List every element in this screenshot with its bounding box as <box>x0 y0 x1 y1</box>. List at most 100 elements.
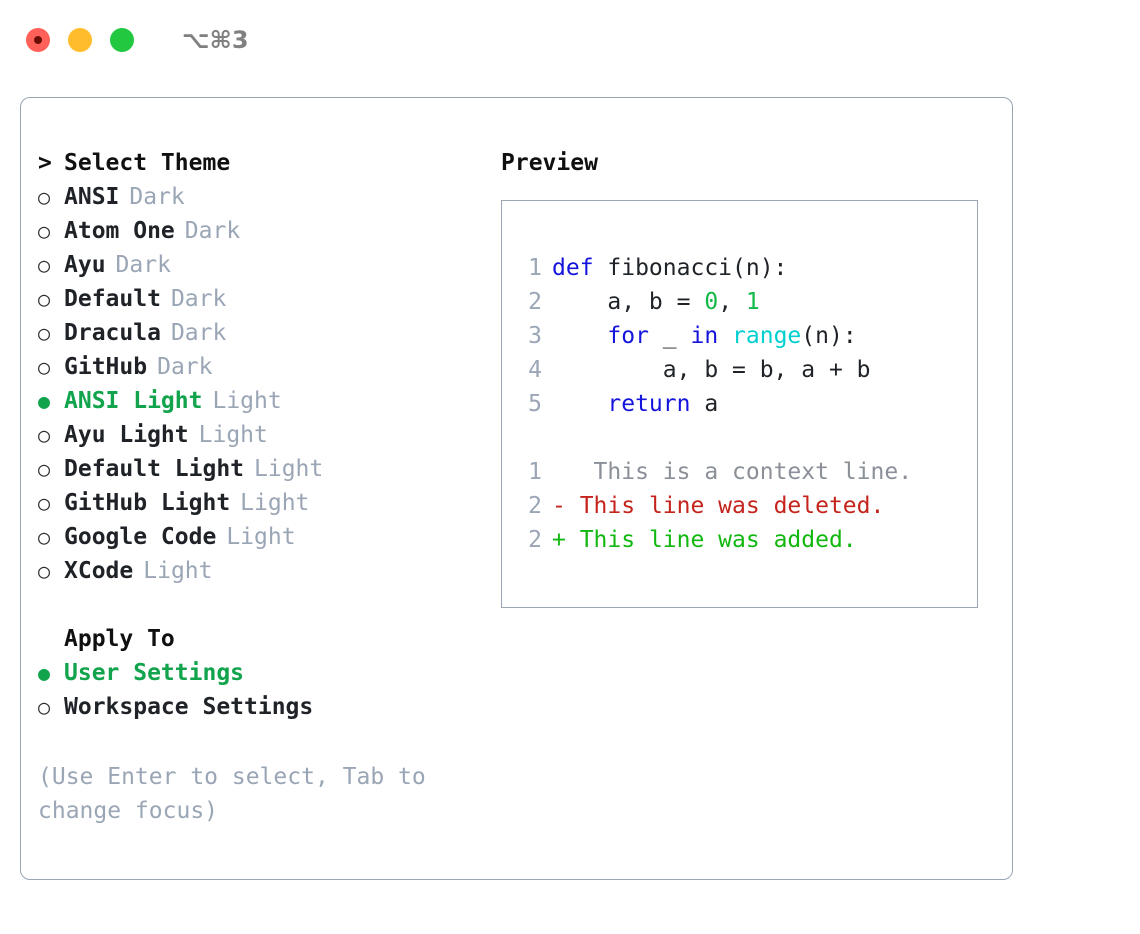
preview-heading: Preview <box>501 150 598 176</box>
apply-to-section: Apply To ● User Settings ○ Workspace Settin… <box>38 622 488 724</box>
diff-marker <box>552 459 566 485</box>
radio-selected-icon: ● <box>38 389 51 413</box>
apply-to-heading: Apply To <box>64 626 175 652</box>
line-number: 2 <box>528 493 542 519</box>
theme-name-label: Atom One <box>64 218 175 244</box>
diff-sample: 1 This is a context line. 2 - This line wa… <box>516 455 977 557</box>
theme-list-item[interactable]: ○ Default Light Light <box>38 452 488 486</box>
apply-to-option[interactable]: ○ Workspace Settings <box>38 690 488 724</box>
code-token-kw: def <box>552 255 608 281</box>
code-text: return a <box>552 387 718 421</box>
code-token-kw: for <box>607 323 649 349</box>
line-number: 5 <box>528 391 542 417</box>
code-token-plain <box>718 323 732 349</box>
diff-line: 2 + This line was added. <box>516 523 977 557</box>
radio-unselected-icon: ○ <box>38 423 51 447</box>
code-token-kw: return <box>607 391 691 417</box>
diff-marker: - <box>552 493 566 519</box>
theme-name-label: ANSI <box>64 184 120 210</box>
diff-text-add: + This line was added. <box>552 523 857 557</box>
close-icon <box>34 36 42 44</box>
radio-unselected-icon: ○ <box>38 491 51 515</box>
radio-unselected-icon: ○ <box>38 185 51 209</box>
radio-unselected-icon: ○ <box>38 219 51 243</box>
radio-unselected-icon: ○ <box>38 253 51 277</box>
code-token-plain <box>552 323 607 349</box>
theme-variant-label: Light <box>240 490 310 516</box>
theme-name-label: Ayu Light <box>64 422 189 448</box>
diff-text-del: - This line was deleted. <box>552 489 884 523</box>
theme-name-label: XCode <box>64 558 134 584</box>
theme-variant-label: Dark <box>184 218 241 244</box>
theme-variant-label: Dark <box>129 184 185 210</box>
theme-variant-label: Dark <box>115 252 171 278</box>
line-number: 4 <box>528 357 542 383</box>
line-number: 1 <box>528 459 542 485</box>
keyboard-hint-text: (Use Enter to select, Tab to change focu… <box>38 764 426 824</box>
apply-to-list: ● User Settings ○ Workspace Settings <box>38 656 488 724</box>
diff-line: 1 This is a context line. <box>516 455 977 489</box>
theme-name-label: Default Light <box>64 456 245 482</box>
diff-line: 2 - This line was deleted. <box>516 489 977 523</box>
close-window-button[interactable] <box>26 28 50 52</box>
radio-selected-icon: ● <box>38 661 51 685</box>
radio-unselected-icon: ○ <box>38 525 51 549</box>
theme-variant-label: Light <box>212 388 282 414</box>
diff-marker: + <box>552 527 566 553</box>
keyboard-shortcut-label: ⌥⌘3 <box>182 26 249 54</box>
apply-to-option[interactable]: ● User Settings <box>38 656 488 690</box>
radio-unselected-icon: ○ <box>38 559 51 583</box>
theme-name-label: GitHub <box>64 354 148 380</box>
radio-unselected-icon: ○ <box>38 457 51 481</box>
code-token-plain: a, b = b, a + b <box>552 357 871 383</box>
theme-name-label: Ayu <box>64 252 106 278</box>
theme-name-label: Default <box>64 286 161 312</box>
code-text: a, b = 0, 1 <box>552 285 760 319</box>
theme-list-item[interactable]: ○ Ayu Dark <box>38 248 488 282</box>
code-token-num: 1 <box>745 289 760 315</box>
theme-list-item[interactable]: ○ XCode Light <box>38 554 488 588</box>
theme-variant-label: Light <box>143 558 213 584</box>
minimize-window-button[interactable] <box>68 28 92 52</box>
radio-unselected-icon: ○ <box>38 695 51 719</box>
apply-to-option-label: Workspace Settings <box>64 694 314 720</box>
apply-to-option-label: User Settings <box>64 660 245 686</box>
theme-list-item[interactable]: ○ Atom One Dark <box>38 214 488 248</box>
select-theme-label: Select Theme <box>64 150 231 176</box>
line-number: 2 <box>528 527 542 553</box>
theme-list-item[interactable]: ○ ANSI Dark <box>38 180 488 214</box>
code-token-plain: (n): <box>801 323 857 349</box>
maximize-window-button[interactable] <box>110 28 134 52</box>
title-bar: ⌥⌘3 <box>0 0 1140 80</box>
code-token-fn: range <box>732 323 802 349</box>
theme-variant-label: Dark <box>170 320 227 346</box>
code-token-plain: a <box>690 391 719 417</box>
line-number: 2 <box>528 289 542 315</box>
theme-list-item[interactable]: ● ANSI Light Light <box>38 384 488 418</box>
theme-variant-label: Light <box>254 456 324 482</box>
theme-name-label: ANSI Light <box>64 388 203 414</box>
code-text: def fibonacci(n): <box>552 251 787 285</box>
line-number: 3 <box>528 323 542 349</box>
code-line: 4 a, b = b, a + b <box>516 353 977 387</box>
radio-unselected-icon: ○ <box>38 321 51 345</box>
theme-list-item[interactable]: ○ GitHub Light Light <box>38 486 488 520</box>
theme-name-label: GitHub Light <box>64 490 231 516</box>
code-line: 3 for _ in range(n): <box>516 319 977 353</box>
caret-icon: > <box>38 150 52 176</box>
code-token-plain <box>552 391 607 417</box>
theme-variant-label: Light <box>226 524 296 550</box>
code-text: a, b = b, a + b <box>552 353 871 387</box>
